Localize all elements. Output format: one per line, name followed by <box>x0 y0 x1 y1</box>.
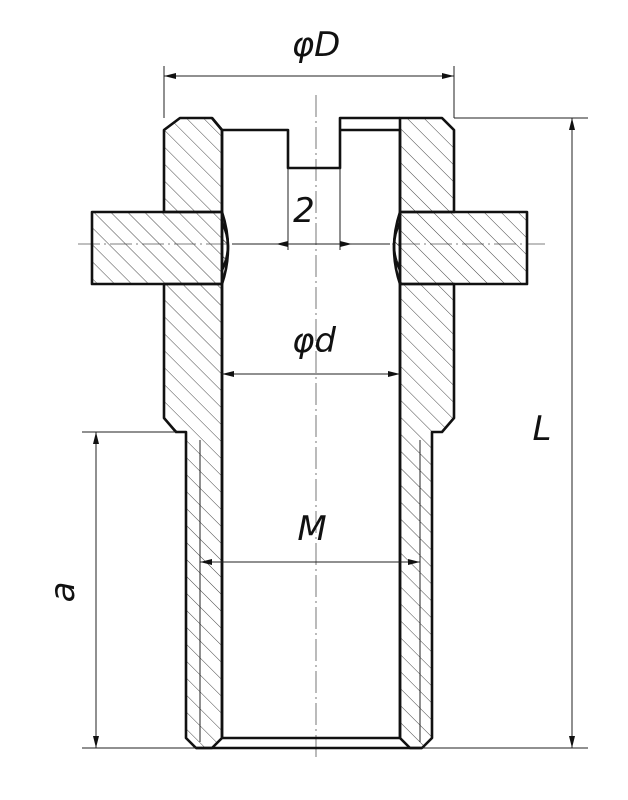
right-pin-section <box>392 210 529 286</box>
phid-label: φd <box>292 321 336 361</box>
left-pin-section <box>90 210 230 286</box>
slotted-top-edge <box>211 116 400 170</box>
slot-arrow-left <box>276 241 288 247</box>
thread-label: M <box>297 509 326 549</box>
phiD-label: φD <box>292 25 341 65</box>
slot-arrow-right <box>340 241 352 247</box>
L-label: L <box>533 409 552 449</box>
a-label: a <box>43 582 83 603</box>
slot-width-label: 2 <box>293 191 315 231</box>
